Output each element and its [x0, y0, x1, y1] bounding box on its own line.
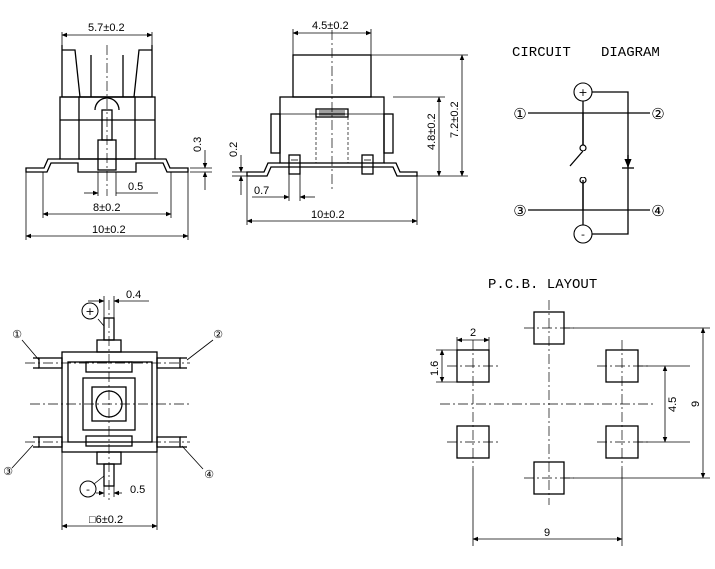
top-plus-label: +	[85, 305, 94, 318]
front-view: 5.7±0.2 0.5 8±0.2 10±0.2 0.3	[25, 22, 212, 240]
side-view: 4.5±0.2 7.2±0.2 4.8±0.2 0.2 0.7 10±0.2	[228, 20, 468, 225]
top-pin-width-dim: 0.5	[130, 484, 145, 496]
side-overall-dim: 10±0.2	[311, 209, 345, 221]
front-thickness-dim: 0.3	[192, 137, 204, 152]
pcb-vertical-span-dim: 9	[690, 401, 702, 407]
circuit-pin-4: ④	[651, 202, 664, 220]
pcb-pad-width-dim: 2	[470, 327, 476, 339]
top-view: 0.4 0.5 □6±0.2 + - ① ② ③ ④	[3, 289, 223, 530]
top-pin-2: ②	[213, 328, 223, 341]
circuit-pin-3: ③	[513, 202, 526, 220]
side-body-height-dim: 4.8±0.2	[426, 113, 438, 150]
pcb-title: P.C.B. LAYOUT	[488, 277, 597, 293]
top-lead-width-dim: 0.4	[126, 289, 141, 301]
top-body-size-dim: □6±0.2	[89, 514, 123, 526]
circuit-title-word1: CIRCUIT	[512, 45, 571, 61]
side-total-height-dim: 7.2±0.2	[449, 101, 461, 138]
pcb-horizontal-span-dim: 9	[544, 527, 550, 539]
pcb-layout: P.C.B. LAYOUT 2 1.6 4.5 9	[429, 277, 710, 546]
side-lead-thickness-dim: 0.2	[228, 142, 240, 157]
pcb-pad-height-dim: 1.6	[429, 361, 441, 376]
front-overall-dim: 10±0.2	[92, 224, 126, 236]
top-pin-1: ①	[12, 328, 22, 341]
plus-terminal-label: +	[578, 86, 587, 99]
top-minus-label: -	[86, 483, 90, 496]
top-pin-4: ④	[204, 468, 214, 481]
side-cap-width-dim: 4.5±0.2	[312, 20, 349, 32]
circuit-pin-2: ②	[651, 105, 664, 123]
plus-terminal-icon	[573, 82, 593, 102]
front-pin-width-dim: 0.5	[128, 181, 143, 193]
side-pin-width-dim: 0.7	[254, 185, 269, 197]
minus-terminal-icon	[573, 224, 593, 244]
front-pad-span-dim: 8±0.2	[93, 202, 120, 214]
minus-terminal-label: -	[581, 228, 585, 241]
front-width-dim: 5.7±0.2	[88, 22, 125, 34]
top-plus-icon	[81, 302, 99, 320]
circuit-title-word2: DIAGRAM	[601, 45, 660, 61]
circuit-pin-1: ①	[513, 105, 526, 123]
top-minus-icon	[79, 480, 97, 498]
top-pin-3: ③	[3, 465, 13, 478]
pcb-row-pitch-dim: 4.5	[667, 397, 679, 412]
circuit-diagram: CIRCUIT DIAGRAM + - ① ② ③ ④	[512, 45, 665, 244]
